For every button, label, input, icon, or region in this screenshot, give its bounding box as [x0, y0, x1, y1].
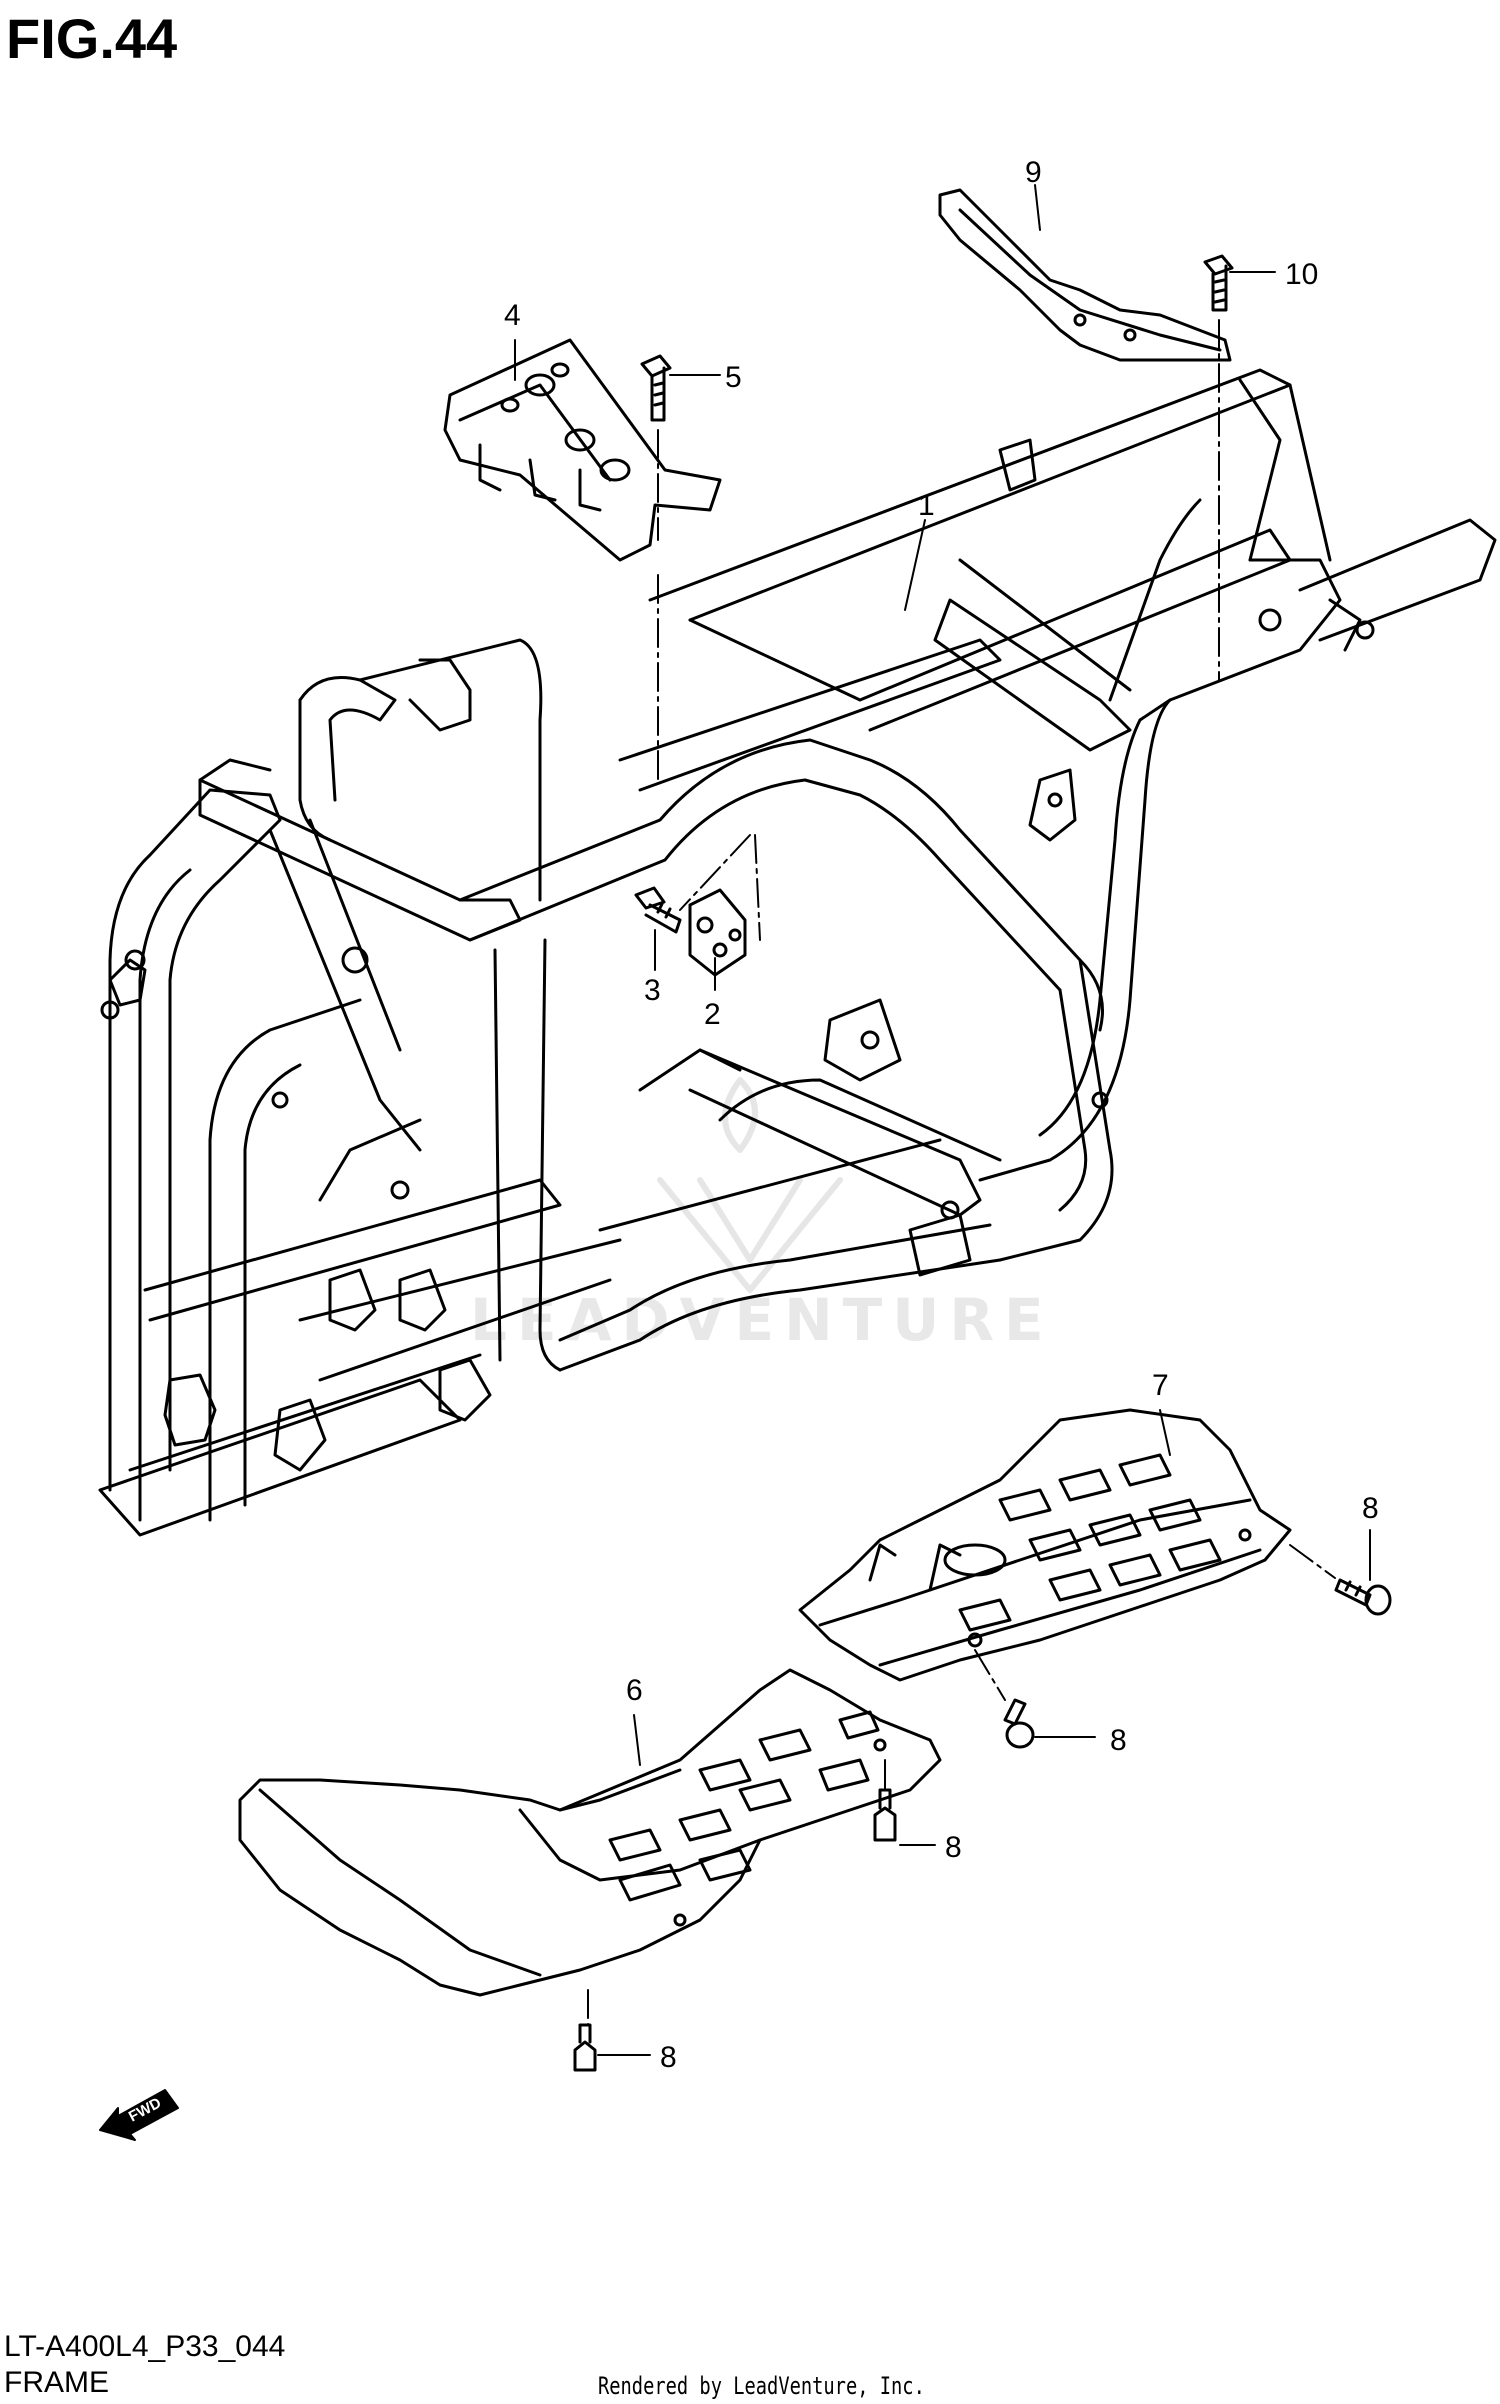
part-8-bolt-d — [573, 2023, 597, 2072]
part-6-skid-plate — [238, 1668, 942, 1997]
fwd-arrow-icon: FWD — [99, 2089, 179, 2141]
main-frame — [98, 368, 1497, 1537]
callout-6: 6 — [626, 1674, 643, 1707]
part-8-bolt-c — [873, 1788, 897, 1842]
callout-3: 3 — [644, 974, 661, 1007]
part-5-bolt — [640, 354, 672, 422]
render-credit: Rendered by LeadVenture, Inc. — [598, 2372, 925, 2400]
alignment-lines — [587, 319, 1336, 2026]
callout-8b: 8 — [1110, 1724, 1127, 1757]
part-7-skid-plate — [798, 1408, 1292, 1682]
callout-1: 1 — [918, 489, 935, 522]
callout-10: 10 — [1285, 258, 1318, 291]
callout-9: 9 — [1025, 156, 1042, 189]
callout-4: 4 — [504, 299, 521, 332]
part-8-bolt-a — [1334, 1578, 1392, 1616]
callout-2: 2 — [704, 998, 721, 1031]
callout-8c: 8 — [945, 1831, 962, 1864]
callout-7: 7 — [1152, 1369, 1169, 1402]
model-code: LT-A400L4_P33_044 — [4, 2330, 286, 2363]
callout-5: 5 — [725, 361, 742, 394]
part-2-plate — [688, 888, 747, 977]
part-9-bracket — [938, 188, 1232, 362]
part-4-bracket — [443, 338, 722, 562]
part-10-bolt — [1203, 254, 1234, 312]
callout-8a: 8 — [1362, 1492, 1379, 1525]
callout-8d: 8 — [660, 2041, 677, 2074]
watermark-logo — [657, 1077, 843, 1293]
diagram-subtitle: FRAME — [4, 2366, 109, 2399]
part-8-bolt-b — [1003, 1698, 1035, 1749]
part-3-bolt — [634, 886, 682, 934]
figure-title: FIG.44 — [6, 7, 178, 70]
leader-lines — [514, 184, 1371, 2056]
